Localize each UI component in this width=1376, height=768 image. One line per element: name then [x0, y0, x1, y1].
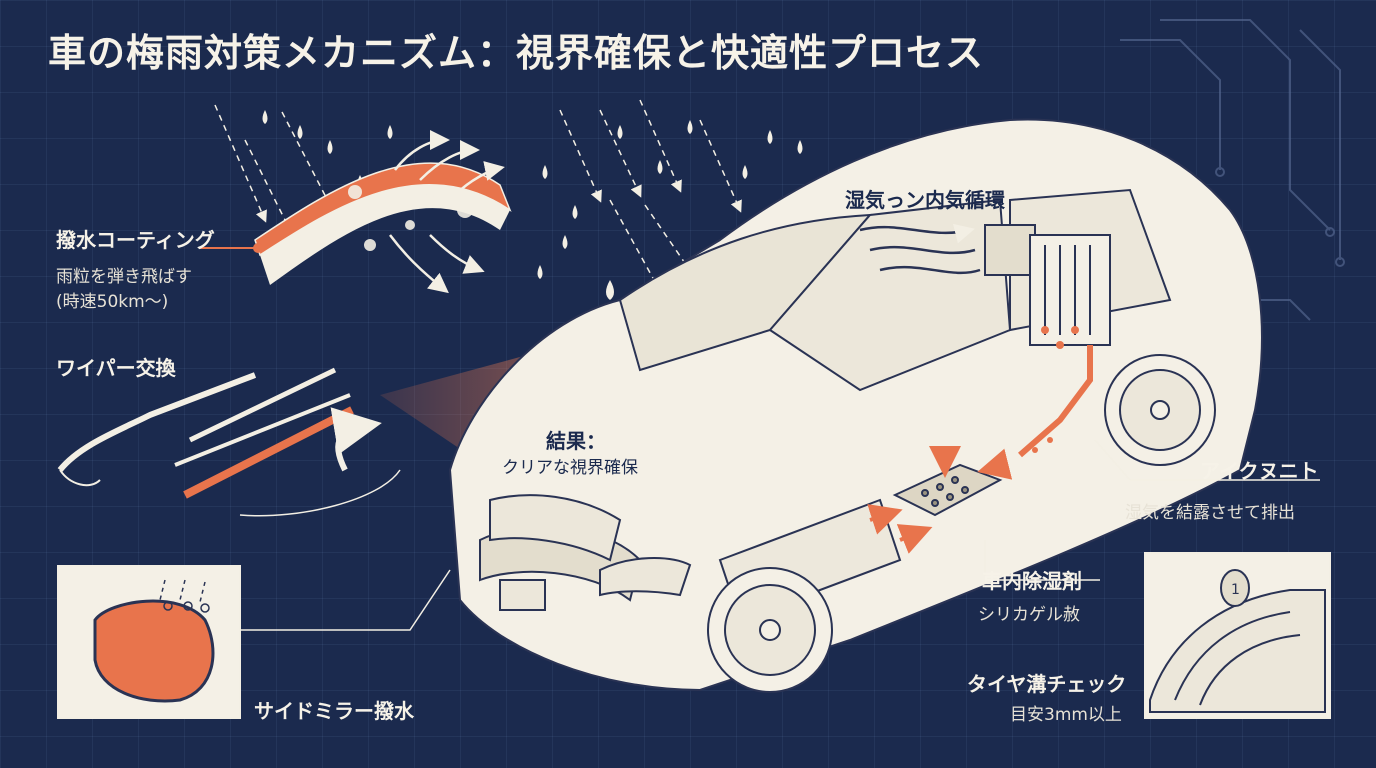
- leader-lines: [240, 439, 1320, 631]
- result-label: 結果：: [546, 429, 606, 453]
- rear-wheel: [1104, 354, 1216, 466]
- result-desc: クリアな視界確保: [502, 458, 638, 478]
- aircon-label: 湿気っン内気循環: [845, 188, 1005, 212]
- front-wheel: [707, 567, 833, 693]
- tire-inset: 1: [1144, 552, 1331, 719]
- dehumidifier-desc: シリカゲル赦: [978, 605, 1080, 625]
- mirror-label: サイドミラー撥水: [254, 699, 414, 723]
- aircon-unit-desc: 湿気を結露させて排出: [1125, 503, 1295, 523]
- circuit-traces: [1120, 19, 1345, 321]
- aircon-unit-label: アイクヌニト: [1200, 459, 1319, 483]
- coating-label: 撥水コーティング: [56, 228, 215, 252]
- dehumidifier-label: 車内除湿剤: [982, 569, 1082, 593]
- coating-desc-1: 雨粒を弾き飛ばす: [56, 267, 192, 287]
- coin-icon: 1: [1220, 569, 1250, 607]
- page-title: 車の梅雨対策メカニズム：視界確保と快適性プロセス: [48, 31, 985, 75]
- coating-desc-2: (時速50km～): [56, 292, 169, 312]
- tire-desc: 目安3mm以上: [1010, 705, 1122, 725]
- tire-label: タイヤ溝チェック: [967, 672, 1127, 696]
- condensation-drops: [1032, 326, 1079, 453]
- rain-streaks: [214, 99, 742, 303]
- mirror-inset: [57, 565, 241, 719]
- airflow-arrows: [859, 223, 981, 275]
- wiper-label: ワイパー交換: [56, 356, 176, 380]
- svg-text:1: 1: [1231, 582, 1240, 598]
- coating-panel: [254, 130, 512, 294]
- wiper-illustration: [57, 367, 401, 517]
